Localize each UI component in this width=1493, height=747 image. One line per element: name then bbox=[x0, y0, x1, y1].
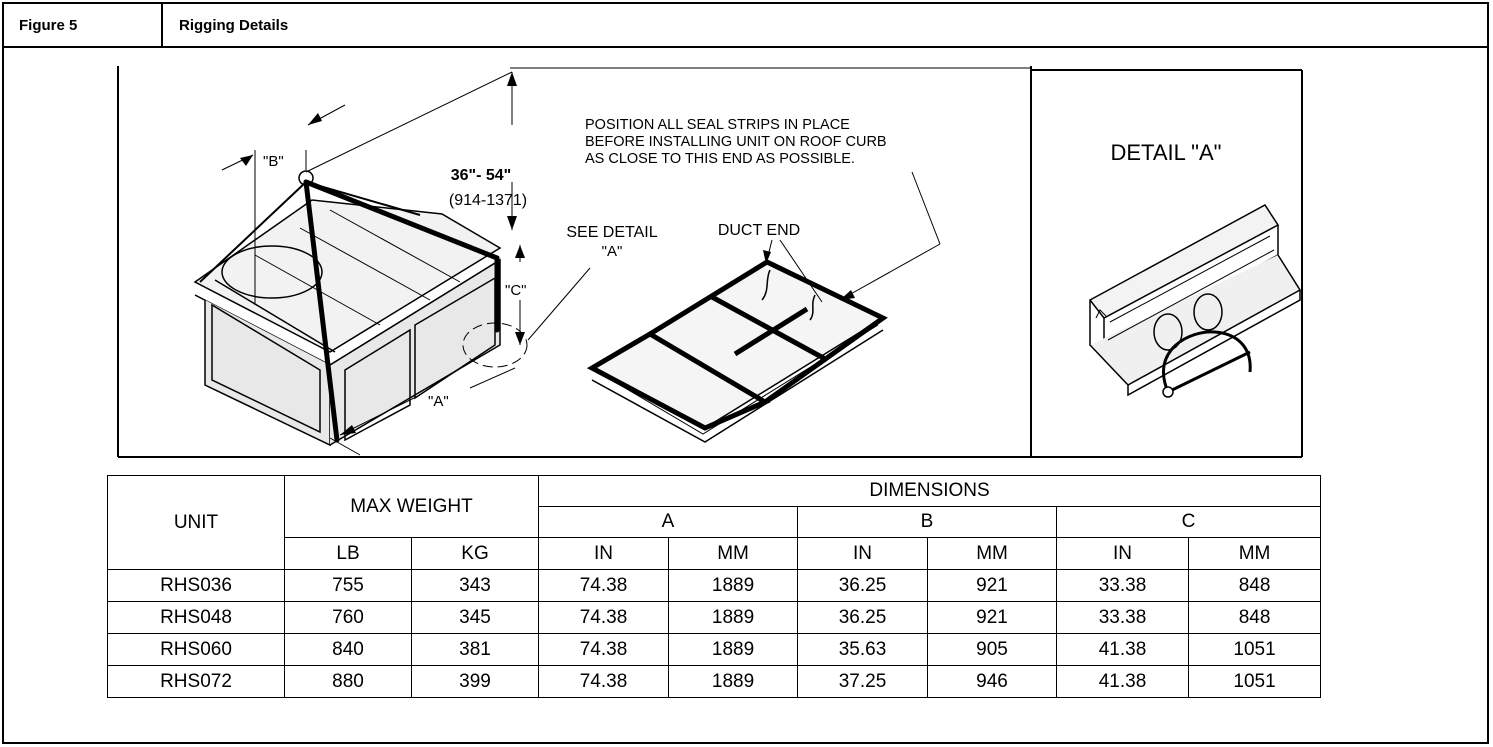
drawing-panels bbox=[117, 66, 1303, 458]
header-max-weight: MAX WEIGHT bbox=[283, 475, 540, 538]
header-a-in: IN bbox=[538, 537, 670, 570]
cell-a-mm: 1889 bbox=[668, 601, 799, 634]
cell-b-in: 36.25 bbox=[797, 569, 929, 602]
cell-kg: 343 bbox=[410, 569, 540, 602]
cell-a-mm: 1889 bbox=[668, 569, 799, 602]
cell-c-mm: 1051 bbox=[1188, 665, 1322, 698]
cell-c-in: 33.38 bbox=[1056, 569, 1190, 602]
header-dim-a: A bbox=[538, 506, 799, 538]
cell-b-in: 37.25 bbox=[797, 665, 929, 698]
label-height-range: 36"- 54" bbox=[451, 167, 512, 184]
cell-unit: RHS072 bbox=[107, 665, 285, 698]
cell-lb: 760 bbox=[284, 601, 412, 634]
header-b-mm: MM bbox=[927, 537, 1058, 570]
cell-lb: 840 bbox=[284, 633, 412, 666]
curb-arrowheads bbox=[763, 250, 855, 300]
label-see-detail: SEE DETAIL bbox=[566, 224, 657, 241]
cell-a-mm: 1889 bbox=[668, 633, 799, 666]
detail-a-title: DETAIL "A" bbox=[1111, 140, 1222, 165]
cell-a-mm: 1889 bbox=[668, 665, 799, 698]
cell-unit: RHS048 bbox=[107, 601, 285, 634]
header-c-in: IN bbox=[1056, 537, 1190, 570]
cell-kg: 381 bbox=[410, 633, 540, 666]
note-line-1: POSITION ALL SEAL STRIPS IN PLACE bbox=[585, 117, 850, 133]
cell-unit: RHS060 bbox=[107, 633, 285, 666]
header-kg: KG bbox=[410, 537, 540, 570]
header-dimensions: DIMENSIONS bbox=[538, 475, 1322, 507]
cell-a-in: 74.38 bbox=[538, 601, 670, 634]
cell-kg: 345 bbox=[410, 601, 540, 634]
figure-title: Rigging Details bbox=[179, 17, 289, 34]
cell-a-in: 74.38 bbox=[538, 633, 670, 666]
label-see-detail-ref: "A" bbox=[602, 243, 623, 260]
header-divider bbox=[161, 4, 163, 46]
cell-c-mm: 848 bbox=[1188, 569, 1322, 602]
rooftop-unit-sketch bbox=[193, 71, 591, 456]
figure-number: Figure 5 bbox=[19, 17, 78, 34]
header-lb: LB bbox=[284, 537, 412, 570]
table-row: RHS048 760 345 74.38 1889 36.25 921 33.3… bbox=[107, 601, 1322, 634]
cell-unit: RHS036 bbox=[107, 569, 285, 602]
label-c: "C" bbox=[505, 282, 526, 299]
cell-b-mm: 921 bbox=[927, 601, 1058, 634]
drawing-labels: "B" 36"- 54" (914-1371) "C" "A" SEE DETA… bbox=[263, 117, 1221, 410]
cell-c-in: 33.38 bbox=[1056, 601, 1190, 634]
cell-b-mm: 921 bbox=[927, 569, 1058, 602]
table-row: RHS036 755 343 74.38 1889 36.25 921 33.3… bbox=[107, 569, 1322, 602]
note-line-3: AS CLOSE TO THIS END AS POSSIBLE. bbox=[585, 151, 855, 167]
roof-curb-sketch bbox=[586, 171, 941, 443]
cell-lb: 880 bbox=[284, 665, 412, 698]
cell-c-mm: 848 bbox=[1188, 601, 1322, 634]
cell-c-in: 41.38 bbox=[1056, 665, 1190, 698]
cell-c-in: 41.38 bbox=[1056, 633, 1190, 666]
cell-lb: 755 bbox=[284, 569, 412, 602]
header-a-mm: MM bbox=[668, 537, 799, 570]
figure-header: Figure 5 Rigging Details bbox=[4, 4, 1487, 48]
header-dim-b: B bbox=[797, 506, 1058, 538]
header-b-in: IN bbox=[797, 537, 929, 570]
table-row: RHS060 840 381 74.38 1889 35.63 905 41.3… bbox=[107, 633, 1322, 666]
note-line-2: BEFORE INSTALLING UNIT ON ROOF CURB bbox=[585, 134, 887, 150]
cell-a-in: 74.38 bbox=[538, 665, 670, 698]
header-c-mm: MM bbox=[1188, 537, 1322, 570]
cell-b-in: 36.25 bbox=[797, 601, 929, 634]
cell-b-in: 35.63 bbox=[797, 633, 929, 666]
dimension-arrowheads bbox=[240, 72, 525, 435]
cell-b-mm: 905 bbox=[927, 633, 1058, 666]
cell-kg: 399 bbox=[410, 665, 540, 698]
cell-a-in: 74.38 bbox=[538, 569, 670, 602]
cell-b-mm: 946 bbox=[927, 665, 1058, 698]
label-a: "A" bbox=[428, 393, 449, 410]
table-row: RHS072 880 399 74.38 1889 37.25 946 41.3… bbox=[107, 665, 1322, 698]
header-dim-c: C bbox=[1056, 506, 1322, 538]
label-height-range-mm: (914-1371) bbox=[449, 192, 527, 209]
rigging-drawing: "B" 36"- 54" (914-1371) "C" "A" SEE DETA… bbox=[117, 66, 1303, 458]
label-duct-end: DUCT END bbox=[718, 222, 800, 239]
label-b: "B" bbox=[263, 153, 284, 170]
detail-a-sketch bbox=[1088, 204, 1302, 398]
rigging-table: UNIT MAX WEIGHT DIMENSIONS A B C LB KG I… bbox=[107, 475, 1322, 698]
cell-c-mm: 1051 bbox=[1188, 633, 1322, 666]
header-unit: UNIT bbox=[107, 475, 285, 570]
